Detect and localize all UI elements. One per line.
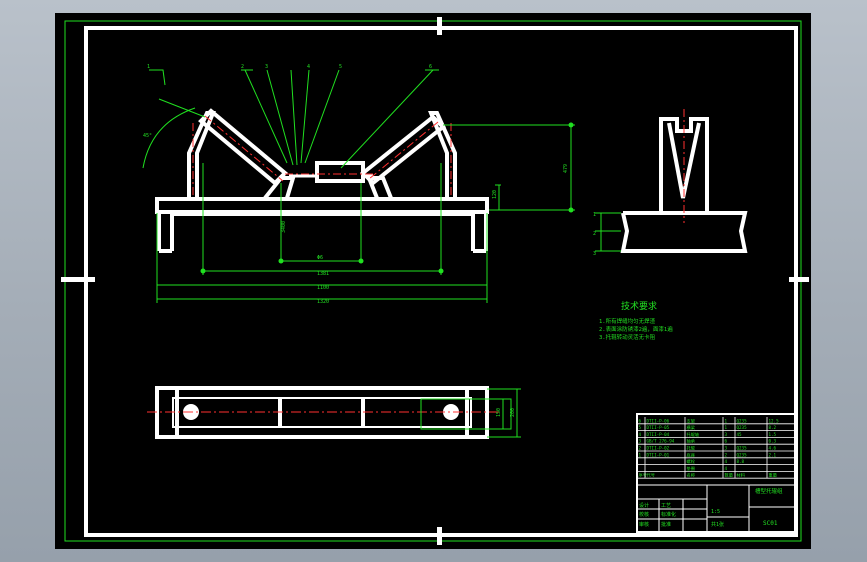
parts-cell: 3 bbox=[725, 432, 728, 437]
parts-cell: 8.8 bbox=[737, 459, 745, 464]
parts-cell: 1 bbox=[639, 452, 642, 457]
parts-cell: 0.3 bbox=[769, 439, 777, 444]
parts-cell: 2.1 bbox=[769, 452, 777, 457]
plan-view: 150 200 bbox=[147, 386, 521, 439]
parts-header-cell: 序号 bbox=[639, 472, 647, 479]
notes-heading: 技术要求 bbox=[621, 300, 657, 312]
svg-text:1: 1 bbox=[147, 64, 150, 70]
parts-header-cell: 重量 bbox=[769, 472, 777, 479]
dim-points bbox=[200, 122, 574, 274]
dim-width-2: 1100 bbox=[317, 285, 329, 291]
parts-cell: DTII-P-06 bbox=[647, 418, 670, 423]
svg-text:批准: 批准 bbox=[661, 521, 671, 528]
parts-cell: 6 bbox=[639, 418, 642, 423]
drawing-canvas[interactable]: 1381 1100 1320 Φ6 479 120 3400 45° 1 2 3… bbox=[55, 13, 811, 549]
parts-cell: 托辊 bbox=[687, 445, 696, 452]
parts-cell: 托辊轴 bbox=[687, 431, 700, 438]
parts-cell: 1 bbox=[725, 418, 728, 423]
centering-marks bbox=[61, 17, 809, 545]
parts-cell: 12.5 bbox=[769, 418, 780, 423]
parts-cell: 垫圈 bbox=[687, 465, 695, 472]
side-dim-3: 3 bbox=[593, 251, 596, 257]
parts-cell: 5 bbox=[639, 425, 642, 430]
dim-height-1: 479 bbox=[563, 164, 569, 173]
parts-cell: DTII-P-05 bbox=[647, 425, 670, 430]
dim-vertical: 3400 bbox=[281, 221, 287, 233]
dim-center: Φ6 bbox=[317, 255, 323, 261]
parts-header-cell: 代号 bbox=[647, 472, 655, 479]
parts-cell: 螺栓 bbox=[687, 458, 696, 465]
svg-text:工艺: 工艺 bbox=[661, 503, 671, 509]
parts-cell: 1 bbox=[725, 425, 728, 430]
svg-text:2: 2 bbox=[241, 64, 244, 70]
parts-header-cell: 数量 bbox=[725, 472, 733, 479]
parts-cell: DTII-P-02 bbox=[647, 446, 670, 451]
side-dim-2: 2 bbox=[593, 231, 596, 237]
parts-cell: 4 bbox=[725, 466, 728, 471]
svg-text:审核: 审核 bbox=[639, 521, 649, 528]
parts-cell: 横梁 bbox=[687, 424, 696, 431]
parts-header-cell: 材料 bbox=[737, 472, 746, 479]
parts-cell: 4.6 bbox=[769, 446, 777, 451]
parts-cell: 3 bbox=[639, 439, 642, 444]
parts-cell: Q235 bbox=[737, 452, 748, 457]
drawing-name: 槽型托辊组 bbox=[755, 487, 783, 495]
parts-cell: Q235 bbox=[737, 425, 748, 430]
parts-cell: 6 bbox=[725, 439, 728, 444]
dim-width-3: 1320 bbox=[317, 299, 329, 305]
parts-cell: 45 bbox=[737, 432, 743, 437]
svg-text:标准化: 标准化 bbox=[661, 511, 676, 518]
svg-text:5: 5 bbox=[339, 64, 342, 70]
parts-cell: DTII-P-04 bbox=[647, 432, 670, 437]
technical-notes: 技术要求 1.所有焊缝均匀无焊渣 2.表面涂防锈漆2遍，面漆1遍 3.托辊转动灵… bbox=[599, 300, 673, 341]
parts-cell: GB/T 276-94 bbox=[647, 439, 675, 444]
leader-labels: 1 2 3 4 5 6 bbox=[147, 64, 432, 70]
drawing-scale: 1:5 bbox=[711, 509, 720, 515]
parts-cell: 3 bbox=[725, 446, 728, 451]
svg-text:6: 6 bbox=[429, 64, 432, 70]
drawing-number: SC01 bbox=[763, 520, 778, 527]
svg-text:3: 3 bbox=[265, 64, 268, 70]
parts-cell: 支架 bbox=[687, 417, 695, 424]
dim-width-1: 1381 bbox=[317, 271, 329, 277]
side-view: 1 2 3 bbox=[593, 109, 748, 257]
svg-text:设计: 设计 bbox=[639, 502, 649, 509]
parts-cell: DTII-P-01 bbox=[647, 452, 670, 457]
dim-height-2: 120 bbox=[492, 190, 498, 199]
notes-line-2: 2.表面涂防锈漆2遍，面漆1遍 bbox=[599, 325, 673, 333]
parts-cell: 4 bbox=[639, 432, 642, 437]
parts-cell: 2 bbox=[725, 452, 728, 457]
cad-drawing: 1381 1100 1320 Φ6 479 120 3400 45° 1 2 3… bbox=[61, 17, 809, 545]
svg-text:校核: 校核 bbox=[639, 511, 649, 518]
parts-header-cell: 名称 bbox=[687, 472, 695, 479]
parts-cell: 底座 bbox=[687, 451, 695, 458]
svg-text:4: 4 bbox=[307, 64, 310, 70]
drawing-sheet: 共1张 bbox=[711, 521, 724, 528]
signature-labels: 设计 校核 审核 工艺 标准化 批准 bbox=[639, 502, 676, 528]
side-dim-1: 1 bbox=[593, 212, 596, 218]
parts-cell: Q235 bbox=[737, 446, 748, 451]
front-view: 1381 1100 1320 Φ6 479 120 3400 45° 1 2 3… bbox=[142, 64, 575, 305]
parts-cell: 4 bbox=[725, 459, 728, 464]
parts-cell: 轴承 bbox=[687, 438, 696, 445]
plan-dim-1: 150 bbox=[496, 408, 502, 417]
parts-cell: Q235 bbox=[737, 418, 748, 423]
parts-cell: 8.2 bbox=[769, 425, 777, 430]
plan-dim-2: 200 bbox=[510, 408, 516, 417]
parts-cell: 1.5 bbox=[769, 432, 777, 437]
parts-cell: 2 bbox=[639, 446, 642, 451]
notes-line-3: 3.托辊转动灵活无卡阻 bbox=[599, 333, 656, 341]
dim-angle: 45° bbox=[143, 133, 152, 139]
notes-line-1: 1.所有焊缝均匀无焊渣 bbox=[599, 317, 656, 325]
